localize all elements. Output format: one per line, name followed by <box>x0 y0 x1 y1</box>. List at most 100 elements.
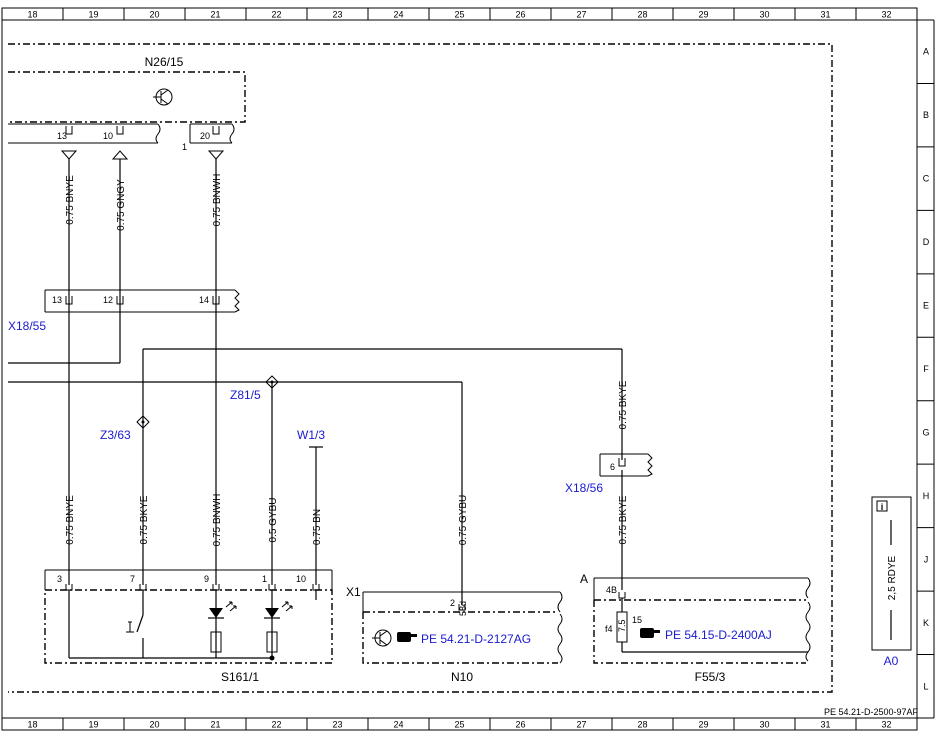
transistor-icon <box>153 88 173 106</box>
s161-pin-10: 10 <box>296 574 306 584</box>
grid-column-label: 23 <box>332 10 342 20</box>
wire-label: 0.75 BN <box>312 509 323 545</box>
f55-3-fuse-value: 7.5 <box>617 619 627 632</box>
z81-5-label: Z81/5 <box>230 388 261 402</box>
wire-label: 0.5 GYBU <box>268 497 279 542</box>
grid-column-label: 31 <box>820 720 830 730</box>
n26-side-number: 1 <box>182 142 187 152</box>
n26-pin-10: 10 <box>103 131 113 141</box>
grid-row-label: C <box>923 174 930 184</box>
grid-column-label: 18 <box>27 10 37 20</box>
splice-z81-5: Z81/5 <box>230 375 279 402</box>
splice-z3-63: Z3/63 <box>100 415 150 442</box>
f55-3-label: F55/3 <box>695 670 726 684</box>
grid-column-label: 26 <box>515 10 525 20</box>
s161-label: S161/1 <box>221 670 259 684</box>
f55-3-connector-label: A <box>580 572 588 586</box>
grid-row-label: B <box>923 110 929 120</box>
n10-pin-58d: 58d <box>458 601 468 616</box>
switch-icon <box>126 621 134 633</box>
grid-column-label: 25 <box>454 10 464 20</box>
grid-column-label: 20 <box>149 720 159 730</box>
grid-column-label: 29 <box>698 10 708 20</box>
grid-column-label: 25 <box>454 720 464 730</box>
wire-label: 0.75 BKYE <box>139 495 150 544</box>
wire-label: 0.75 BKYE <box>618 495 629 544</box>
grid-column-label: 26 <box>515 720 525 730</box>
grid-column-label: 29 <box>698 720 708 730</box>
f55-3-reference-link[interactable]: PE 54.15-D-2400AJ <box>665 628 772 642</box>
n10-reference-link[interactable]: PE 54.21-D-2127AG <box>421 632 531 646</box>
f55-3-pin-4b: 4B <box>606 585 617 595</box>
x18-55-pin-14: 14 <box>199 295 209 305</box>
s161-pin-7: 7 <box>130 574 135 584</box>
led-icon <box>264 601 293 653</box>
grid-row-label: L <box>923 681 928 691</box>
info-icon: i <box>881 502 884 512</box>
s161-pin-3: 3 <box>57 574 62 584</box>
grid-column-label: 22 <box>271 720 281 730</box>
grid-column-label: 30 <box>759 720 769 730</box>
grid-column-label: 24 <box>393 10 403 20</box>
x18-55-pin-12: 12 <box>103 295 113 305</box>
wires <box>8 159 623 605</box>
grid-column-label: 27 <box>576 720 586 730</box>
led-icon <box>208 601 237 653</box>
module-boundary <box>8 43 833 693</box>
n26-label: N26/15 <box>145 55 184 69</box>
grid-column-label: 28 <box>637 720 647 730</box>
n26-pin-13: 13 <box>57 131 67 141</box>
wire-label: 0.75 BNWH <box>212 494 223 547</box>
wire-label: 0.75 BNYE <box>65 175 76 225</box>
grid-row-label: F <box>923 364 929 374</box>
grid-row-label: G <box>922 427 929 437</box>
x18-55-pin-13: 13 <box>52 295 62 305</box>
z3-63-label: Z3/63 <box>100 428 131 442</box>
transistor-icon <box>372 629 392 647</box>
grid-column-label: 19 <box>88 10 98 20</box>
s161-pin-1: 1 <box>262 574 267 584</box>
wire-labels: 0.75 BNYE 0.75 GNGY 0.75 BNWH 0.75 BKYE … <box>65 174 629 547</box>
component-f55-3: A 4B 7.5 f4 15 PE 54.15-D-2400AJ F55/3 <box>580 572 811 684</box>
n26-pin-20: 20 <box>200 131 210 141</box>
grid-column-label: 21 <box>210 720 220 730</box>
a0-label: A0 <box>884 654 899 668</box>
component-n26-15: N26/15 13 10 20 1 <box>8 55 246 160</box>
grid-frame <box>1 7 935 731</box>
x18-56-label: X18/56 <box>565 481 603 495</box>
pointing-hand-icon <box>640 628 660 638</box>
grid-column-label: 28 <box>637 10 647 20</box>
f55-3-pin-15: 15 <box>632 615 642 625</box>
x18-56-pin-6: 6 <box>610 462 615 472</box>
connector-x18-56: 6 X18/56 <box>565 453 653 495</box>
grid-row-label: H <box>923 491 930 501</box>
wire-label: 0.75 BNWH <box>212 174 223 227</box>
wire-label: 0.75 GYBU <box>458 495 469 546</box>
component-a0: i 2,5 RDYE A0 <box>871 496 912 668</box>
document-id: PE 54.21-D-2500-97AF <box>824 707 919 717</box>
pointing-hand-icon <box>397 632 417 642</box>
grid-column-label: 24 <box>393 720 403 730</box>
n10-connector-label: X1 <box>346 585 361 599</box>
component-s161-1: 3 7 9 1 10 <box>44 569 333 684</box>
grid-row-label: A <box>923 47 929 57</box>
n10-label: N10 <box>451 670 473 684</box>
x18-55-label: X18/55 <box>8 319 46 333</box>
grid-column-label: 21 <box>210 10 220 20</box>
component-n10: X1 2 58d PE 54.21-D-2127AG N10 <box>346 585 563 684</box>
grid-column-label: 32 <box>881 10 891 20</box>
s161-pin-9: 9 <box>204 574 209 584</box>
grid-column-label: 30 <box>759 10 769 20</box>
n10-pin-2: 2 <box>450 598 455 608</box>
grid-column-label: 20 <box>149 10 159 20</box>
grid-column-label: 19 <box>88 720 98 730</box>
wire-label: 0.75 GNGY <box>116 179 127 231</box>
grid-row-label: E <box>923 301 929 311</box>
wire-label: 0.75 BKYE <box>618 380 629 429</box>
grid-column-label: 22 <box>271 10 281 20</box>
a0-wire-label: 2,5 RDYE <box>887 555 898 600</box>
grid-row-label: J <box>924 554 929 564</box>
